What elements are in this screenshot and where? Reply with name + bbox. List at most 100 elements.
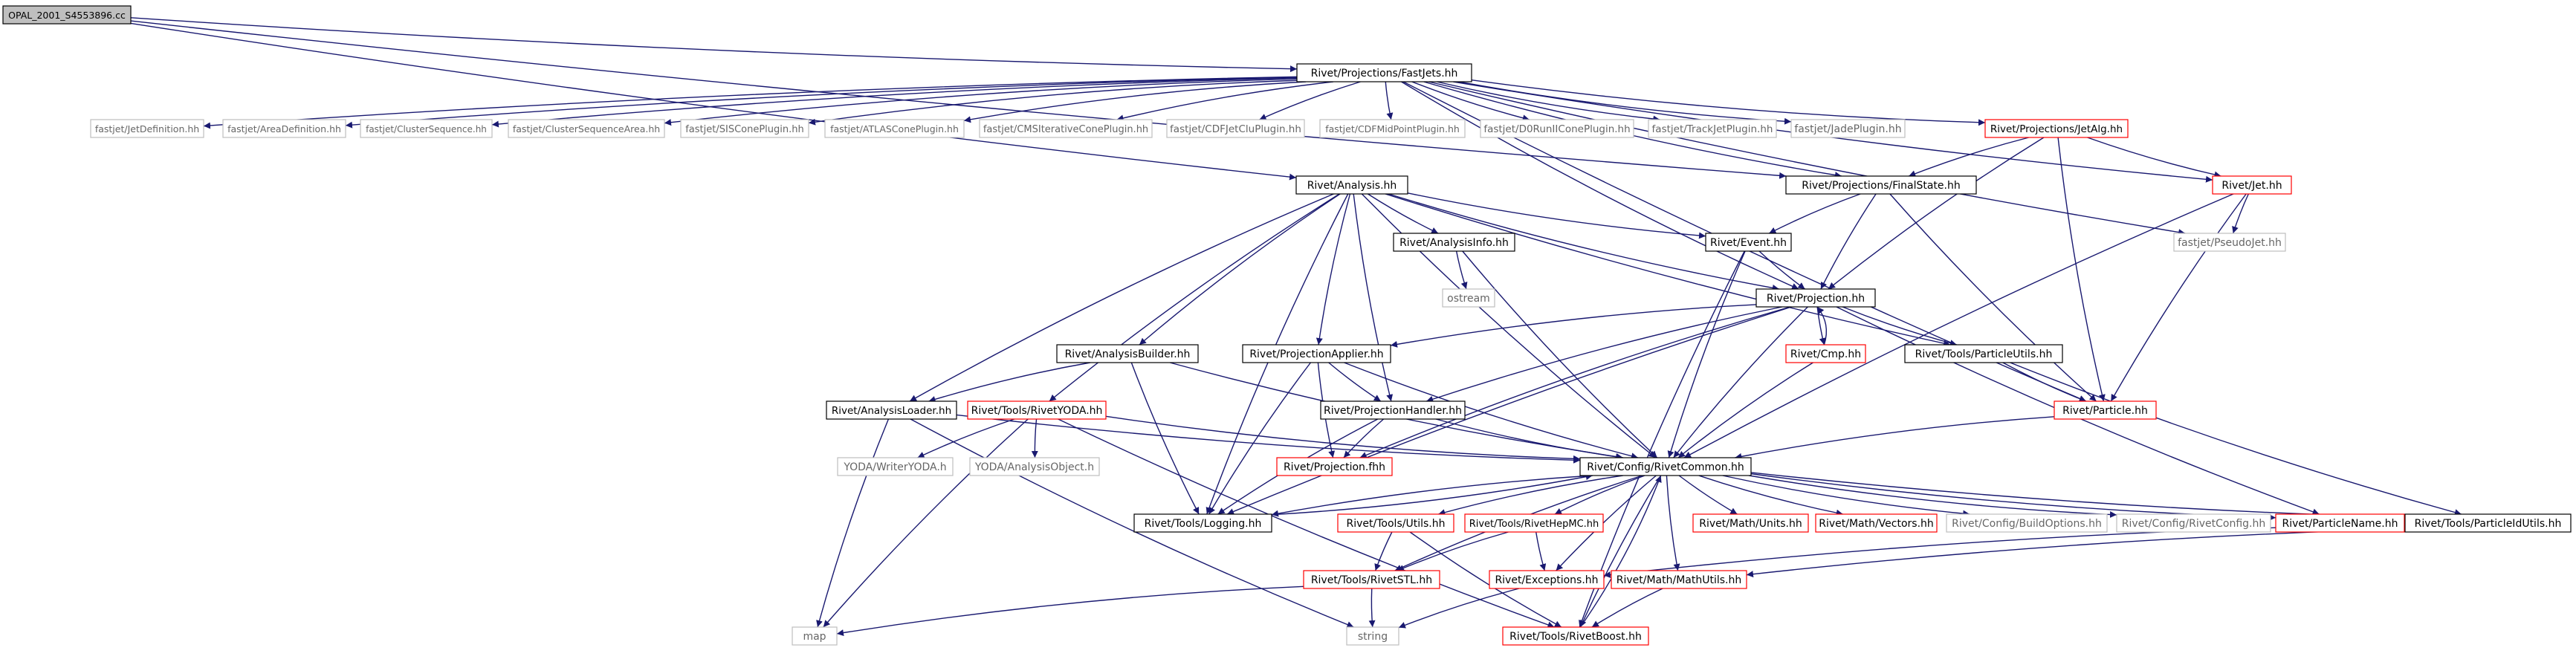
- node-siscone[interactable]: fastjet/SISConePlugin.hh: [680, 119, 809, 138]
- node-rivetconfig[interactable]: Rivet/Config/RivetConfig.hh: [2116, 513, 2271, 533]
- node-cdfmidpoint[interactable]: fastjet/CDFMidPointPlugin.hh: [1319, 119, 1466, 138]
- node-cmsiter[interactable]: fastjet/CMSIterativeConePlugin.hh: [979, 119, 1153, 138]
- node-logging[interactable]: Rivet/Tools/Logging.hh: [1133, 513, 1272, 533]
- node-analysisobject[interactable]: YODA/AnalysisObject.h: [969, 457, 1100, 476]
- node-box-particlename: [2275, 513, 2405, 533]
- node-box-string: [1346, 626, 1399, 646]
- node-projhandler[interactable]: Rivet/ProjectionHandler.hh: [1320, 400, 1466, 420]
- node-box-rivetboost: [1502, 626, 1649, 646]
- node-cmp[interactable]: Rivet/Cmp.hh: [1785, 344, 1866, 363]
- edge-analysis-to-analysisinfo: [1368, 193, 1439, 234]
- node-rivetboost[interactable]: Rivet/Tools/RivetBoost.hh: [1502, 626, 1649, 646]
- edge-jet-to-particle: [2110, 193, 2247, 402]
- node-box-writeryoda: [837, 457, 954, 476]
- edge-fastjets-to-atlascone: [963, 81, 1307, 123]
- edge-projection-to-projhandler: [1426, 306, 1782, 403]
- node-analysis[interactable]: Rivet/Analysis.hh: [1295, 175, 1408, 195]
- node-jet[interactable]: Rivet/Jet.hh: [2212, 175, 2292, 195]
- node-label-atlascone: fastjet/ATLASConePlugin.hh: [830, 123, 959, 134]
- node-box-projection: [1755, 288, 1876, 308]
- node-label-rivetconfig: Rivet/Config/RivetConfig.hh: [2122, 518, 2265, 530]
- node-label-pseudojet: fastjet/PseudoJet.hh: [2178, 237, 2282, 249]
- node-jetdef[interactable]: fastjet/JetDefinition.hh: [90, 119, 204, 138]
- node-box-utils: [1337, 513, 1454, 533]
- node-particle[interactable]: Rivet/Particle.hh: [2054, 400, 2157, 420]
- edge-analysisloader-to-rivetcommon: [956, 414, 1581, 464]
- node-opal[interactable]: OPAL_2001_S4553896.cc: [2, 5, 132, 25]
- node-label-cmsiter: fastjet/CMSIterativeConePlugin.hh: [983, 124, 1148, 135]
- node-clusterseqarea[interactable]: fastjet/ClusterSequenceArea.hh: [508, 119, 665, 138]
- node-box-opal: [2, 5, 132, 25]
- node-box-event: [1705, 233, 1792, 252]
- node-event[interactable]: Rivet/Event.hh: [1705, 233, 1792, 252]
- node-box-d0run2: [1480, 119, 1634, 138]
- node-mathutils[interactable]: Rivet/Math/MathUtils.hh: [1611, 570, 1747, 589]
- node-label-ostream: ostream: [1447, 293, 1490, 305]
- node-exceptions[interactable]: Rivet/Exceptions.hh: [1489, 570, 1605, 589]
- node-jade[interactable]: fastjet/JadePlugin.hh: [1790, 119, 1906, 138]
- edge-opal-to-analysis: [130, 22, 1297, 181]
- edge-utils-to-rivetboost: [1409, 531, 1562, 628]
- edge-fastjets-to-jetalg: [1471, 80, 1986, 126]
- node-box-mathvectors: [1815, 513, 1938, 533]
- edge-rivetyoda-to-map: [823, 418, 1029, 628]
- node-analysisbuilder[interactable]: Rivet/AnalysisBuilder.hh: [1056, 344, 1199, 363]
- node-d0run2[interactable]: fastjet/D0RunIIConePlugin.hh: [1480, 119, 1634, 138]
- edge-rivetyoda-to-analysisobject: [1031, 418, 1038, 458]
- node-string[interactable]: string: [1346, 626, 1399, 646]
- node-box-rivetconfig: [2116, 513, 2271, 533]
- node-box-clusterseqarea: [508, 119, 665, 138]
- node-fastjets[interactable]: Rivet/Projections/FastJets.hh: [1296, 63, 1472, 82]
- node-ostream[interactable]: ostream: [1442, 288, 1495, 308]
- node-analysisloader[interactable]: Rivet/AnalysisLoader.hh: [826, 400, 957, 420]
- node-particleutils[interactable]: Rivet/Tools/ParticleUtils.hh: [1904, 344, 2063, 363]
- node-projectionfhh[interactable]: Rivet/Projection.fhh: [1276, 457, 1393, 476]
- node-rivetcommon[interactable]: Rivet/Config/RivetCommon.hh: [1579, 457, 1752, 476]
- node-writeryoda[interactable]: YODA/WriterYODA.h: [837, 457, 954, 476]
- node-box-rivetstl: [1303, 570, 1440, 589]
- edge-analysis-to-event: [1407, 192, 1706, 239]
- edge-analysisbuilder-to-analysisloader: [928, 362, 1090, 403]
- node-mathvectors[interactable]: Rivet/Math/Vectors.hh: [1815, 513, 1938, 533]
- node-cdfjetclu[interactable]: fastjet/CDFJetCluPlugin.hh: [1166, 119, 1305, 138]
- edge-fastjets-to-trackjet: [1436, 81, 1660, 123]
- node-box-projectionfhh: [1276, 457, 1393, 476]
- edge-rivetcommon-to-rivethepmc: [1554, 475, 1645, 515]
- edge-projhandler-to-projectionfhh: [1343, 418, 1385, 458]
- edge-rivetcommon-to-particleidutils: [1750, 472, 2406, 521]
- node-label-exceptions: Rivet/Exceptions.hh: [1495, 574, 1598, 586]
- edge-fastjets-to-clusterseq: [491, 77, 1298, 128]
- edge-rivetcommon-to-mathvectors: [1698, 475, 1843, 516]
- node-buildoptions[interactable]: Rivet/Config/BuildOptions.hh: [1946, 513, 2108, 533]
- node-particleidutils[interactable]: Rivet/Tools/ParticleIdUtils.hh: [2404, 513, 2572, 533]
- edge-fastjets-to-cdfjetclu: [1259, 81, 1361, 120]
- node-trackjet[interactable]: fastjet/TrackJetPlugin.hh: [1648, 119, 1777, 138]
- edge-analysis-to-rivetcommon: [1361, 193, 1657, 458]
- node-projection[interactable]: Rivet/Projection.hh: [1755, 288, 1876, 308]
- node-analysisinfo[interactable]: Rivet/AnalysisInfo.hh: [1393, 233, 1515, 252]
- node-label-rivethepmc: Rivet/Tools/RivetHepMC.hh: [1469, 519, 1599, 530]
- node-rivethepmc[interactable]: Rivet/Tools/RivetHepMC.hh: [1464, 513, 1604, 533]
- node-areadef[interactable]: fastjet/AreaDefinition.hh: [222, 119, 346, 138]
- edge-rivetboost-to-rivetcommon: [1579, 475, 1662, 628]
- node-jetalg[interactable]: Rivet/Projections/JetAlg.hh: [1984, 119, 2129, 138]
- node-atlascone[interactable]: fastjet/ATLASConePlugin.hh: [824, 119, 965, 138]
- node-mathunits[interactable]: Rivet/Math/Units.hh: [1692, 513, 1809, 533]
- node-box-rivethepmc: [1464, 513, 1604, 533]
- node-utils[interactable]: Rivet/Tools/Utils.hh: [1337, 513, 1454, 533]
- edge-jetalg-to-jet: [2087, 137, 2221, 178]
- node-map[interactable]: map: [792, 626, 838, 646]
- node-label-rivetstl: Rivet/Tools/RivetSTL.hh: [1311, 574, 1432, 586]
- node-finalstate[interactable]: Rivet/Projections/FinalState.hh: [1785, 175, 1977, 195]
- edge-rivetyoda-to-writeryoda: [917, 418, 1015, 458]
- edge-fastjets-to-cmsiter: [1116, 81, 1334, 122]
- node-rivetstl[interactable]: Rivet/Tools/RivetSTL.hh: [1303, 570, 1440, 589]
- node-projapplier[interactable]: Rivet/ProjectionApplier.hh: [1242, 344, 1391, 363]
- node-clusterseq[interactable]: fastjet/ClusterSequence.hh: [360, 119, 493, 138]
- node-pseudojet[interactable]: fastjet/PseudoJet.hh: [2173, 233, 2286, 252]
- node-particlename[interactable]: Rivet/ParticleName.hh: [2275, 513, 2405, 533]
- edge-jetalg-to-finalstate: [1909, 137, 2029, 177]
- node-rivetyoda[interactable]: Rivet/Tools/RivetYODA.hh: [967, 400, 1107, 420]
- node-box-jetalg: [1984, 119, 2129, 138]
